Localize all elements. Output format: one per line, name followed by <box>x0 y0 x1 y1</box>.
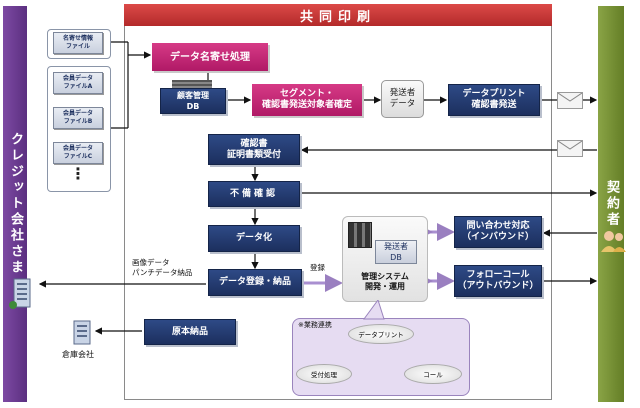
client-company-bar: クレジット会社さま <box>3 6 27 402</box>
digitize-box: データ化 <box>208 225 300 252</box>
workflow-title: ※業務連携 <box>298 321 332 329</box>
management-system-label: 管理システム 開発・運用 <box>361 272 409 291</box>
sender-data-box: 発送者 データ <box>381 80 424 118</box>
member-file-b: 会員データ ファイルB <box>53 107 103 129</box>
envelope-icon <box>557 140 583 157</box>
company-title: 共同印刷 <box>299 9 376 25</box>
client-company-label: クレジット会社さま <box>8 132 23 276</box>
sender-db-box: 発送者 DB <box>375 240 417 264</box>
member-file-a: 会員データ ファイルA <box>53 72 103 94</box>
workflow-node-call: コール <box>404 364 462 384</box>
person-icon <box>598 228 628 254</box>
warehouse-label: 倉庫会社 <box>62 350 94 359</box>
defect-check-box: 不備確認 <box>208 181 300 207</box>
customer-db-box: 顧客管理 DB <box>160 88 226 114</box>
workflow-node-print: データプリント <box>348 324 414 344</box>
workflow-node-receive: 受付処理 <box>296 364 352 384</box>
customer-db-icon <box>172 80 212 88</box>
segment-box: セグメント・ 確認書発送対象者確定 <box>252 84 362 116</box>
building-icon <box>8 275 36 309</box>
image-data-note: 画像データ パンチデータ納品 <box>132 258 193 277</box>
inquiry-box: 問い合わせ対応 （インバウンド） <box>454 216 542 248</box>
data-print-box: データプリント 確認書発送 <box>448 84 540 116</box>
original-delivery-box: 原本納品 <box>144 319 236 345</box>
member-file-c: 会員データ ファイルC <box>53 142 103 164</box>
name-info-file: 名寄せ情報 ファイル <box>53 32 103 54</box>
envelope-icon <box>557 92 583 109</box>
confirm-receive-box: 確認書 証明書類受付 <box>208 134 300 165</box>
follow-call-box: フォローコール （アウトバウンド） <box>454 265 542 297</box>
register-label: 登録 <box>310 263 325 272</box>
company-header: 共同印刷 <box>124 4 552 26</box>
callout-pointer <box>363 300 385 320</box>
server-icon <box>348 222 372 248</box>
contractor-bar: 契約者 <box>598 6 624 402</box>
data-name-merge-box: データ名寄せ処理 <box>152 43 268 71</box>
warehouse-building-icon <box>70 318 94 346</box>
contractor-label: 契約者 <box>604 180 619 228</box>
data-register-box: データ登録・納品 <box>208 269 302 296</box>
more-files-ellipsis: ⋮ <box>70 164 86 183</box>
